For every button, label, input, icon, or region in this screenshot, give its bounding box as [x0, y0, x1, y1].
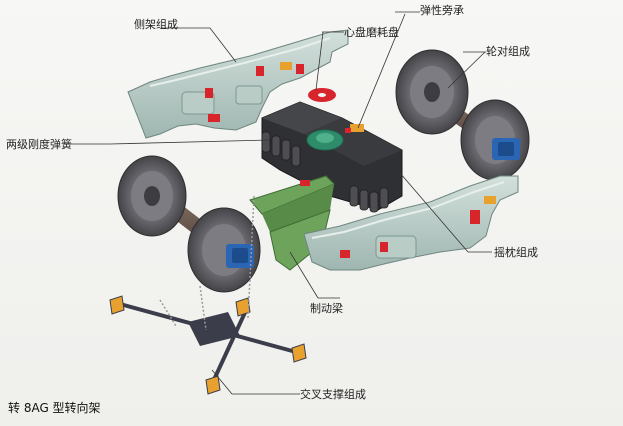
label-center-plate-wear-disc: 心盘磨耗盘	[344, 26, 399, 39]
wheelset-front	[117, 155, 261, 293]
leader-lines	[70, 11, 492, 395]
bolster	[261, 101, 403, 211]
figure-caption: 转 8AG 型转向架	[8, 401, 101, 415]
label-bolster: 摇枕组成	[494, 246, 538, 259]
spring-nest-right	[349, 185, 389, 213]
side-frame-top	[127, 29, 349, 139]
label-wheelset: 轮对组成	[486, 45, 530, 58]
side-frame-bottom	[303, 175, 519, 271]
label-side-frame: 侧架组成	[134, 18, 178, 31]
spring-nest-left	[261, 131, 301, 167]
label-brake-beam: 制动梁	[310, 302, 343, 315]
side-bearing	[350, 124, 364, 132]
brake-beam	[249, 175, 335, 271]
cross-brace	[109, 195, 307, 395]
wheelset-rear	[395, 49, 530, 181]
label-elastic-side-bearing: 弹性旁承	[420, 4, 464, 17]
center-plate-wear-disc	[308, 88, 336, 102]
label-cross-brace: 交叉支撑组成	[300, 388, 366, 401]
label-two-stage-springs: 两级刚度弹簧	[6, 138, 72, 151]
